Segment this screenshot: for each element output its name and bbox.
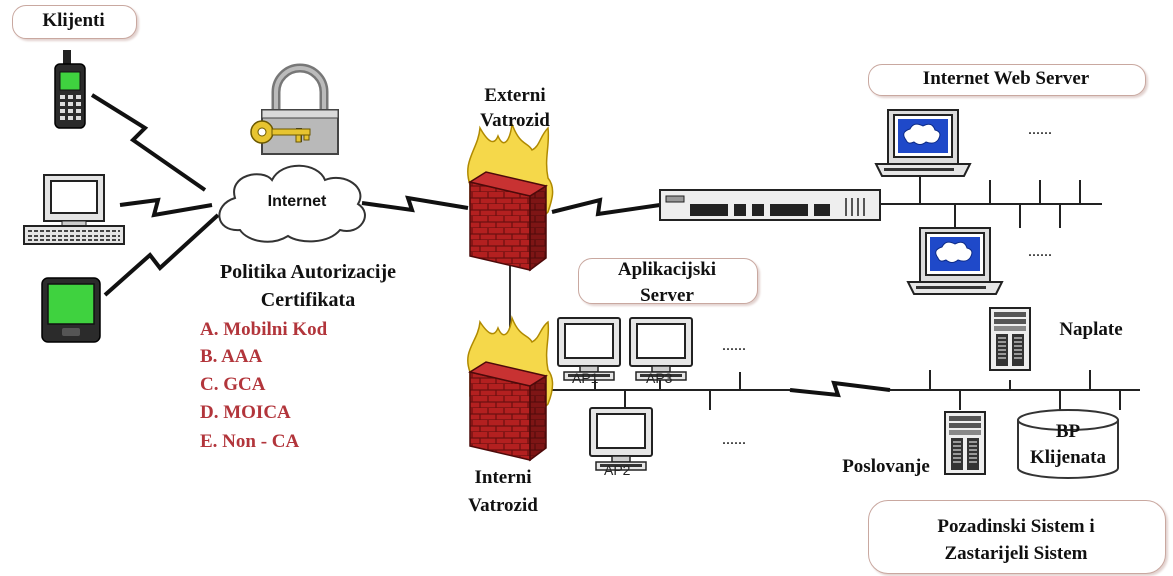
policy-title-2: Certifikata [260, 289, 356, 311]
app-server-label-2: Server [640, 285, 694, 306]
ellipsis-web-1: ...... [1028, 121, 1052, 138]
ellipsis-app-2: ...... [722, 431, 746, 448]
ellipsis-web-2: ...... [1028, 243, 1052, 260]
external-firewall-icon [467, 123, 554, 272]
ap3-label: AP3 [646, 370, 673, 386]
backend-label-1: Pozadinski Sistem i [937, 516, 1095, 537]
internal-firewall-label-1: Interni [474, 467, 532, 488]
policy-item: E. Non - CA [200, 431, 300, 452]
database-icon [1017, 409, 1119, 479]
wireless-link-pda [103, 213, 220, 297]
web-server-pill [868, 64, 1146, 96]
link-app-backend [789, 380, 891, 398]
backend-pill [868, 500, 1166, 574]
app-server-pill [578, 258, 758, 304]
billing-label: Naplate [1059, 319, 1123, 340]
backend-label-2: Zastarijeli Sistem [944, 543, 1088, 564]
mobile-phone-icon [54, 50, 86, 129]
database-label-1: BP [1055, 421, 1081, 442]
web-server-2-icon [907, 227, 1003, 295]
external-firewall-label-2: Vatrozid [480, 110, 550, 131]
web-server-label: Internet Web Server [922, 68, 1090, 89]
router-icon [659, 189, 881, 221]
wireless-link-pc [119, 197, 213, 218]
internet-cloud-icon [218, 164, 366, 243]
app-server-label-1: Aplikacijski [617, 259, 717, 280]
key-icon [250, 120, 311, 144]
database-label-2: Klijenata [1030, 447, 1106, 468]
desktop-pc-icon [23, 174, 125, 245]
business-label: Poslovanje [842, 456, 930, 477]
policy-item: A. Mobilni Kod [200, 319, 328, 340]
policy-item: B. AAA [200, 346, 263, 367]
wireless-link-phone [90, 93, 207, 192]
business-server-icon [944, 411, 986, 475]
link-firewall-router [551, 197, 661, 217]
internal-firewall-icon [467, 315, 554, 462]
pda-icon [41, 277, 101, 343]
web-server-1-icon [875, 109, 971, 177]
internal-firewall-label-2: Vatrozid [468, 495, 538, 516]
clients-pill [12, 5, 137, 39]
billing-server-icon [989, 307, 1031, 371]
external-firewall-label-1: Externi [484, 85, 546, 106]
ap2-label: AP2 [604, 462, 631, 478]
policy-item: C. GCA [200, 374, 266, 395]
link-internet-firewall [361, 195, 469, 213]
ap1-label: AP1 [572, 370, 599, 386]
ap2-monitor-icon [589, 407, 653, 471]
internet-label: Internet [267, 193, 327, 210]
policy-item: D. MOICA [200, 402, 291, 423]
clients-label: Klijenti [42, 10, 105, 31]
policy-title-1: Politika Autorizacije [219, 261, 397, 283]
ellipsis-app-1: ...... [722, 337, 746, 354]
